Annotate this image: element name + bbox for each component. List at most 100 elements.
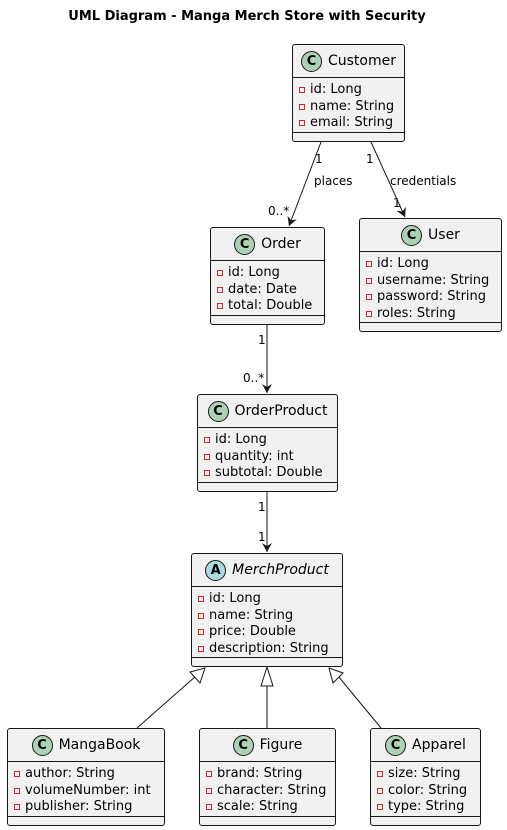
private-visibility-icon — [377, 771, 383, 778]
attribute-list: id: Long username: String password: Stri… — [360, 252, 501, 323]
private-visibility-icon — [14, 804, 20, 811]
private-visibility-icon — [366, 277, 372, 284]
attribute: name: String — [299, 99, 398, 116]
multiplicity-customer-order-source: 1 — [315, 152, 323, 166]
attribute-text: description: String — [209, 640, 329, 656]
multiplicity-customer-user-source: 1 — [366, 152, 374, 166]
attribute: color: String — [377, 783, 474, 800]
class-figure[interactable]: C Figure brand: String character: String… — [199, 728, 336, 826]
private-visibility-icon — [217, 270, 223, 277]
attribute-text: email: String — [310, 115, 394, 130]
attribute-text: id: Long — [209, 591, 261, 606]
private-visibility-icon — [299, 120, 305, 127]
class-stereotype-icon: C — [234, 233, 256, 255]
private-visibility-icon — [198, 612, 204, 619]
attribute-text: brand: String — [217, 766, 303, 781]
class-stereotype-icon: C — [300, 50, 322, 72]
private-visibility-icon — [299, 87, 305, 94]
edge-customer-user — [370, 141, 406, 218]
attribute-text: name: String — [310, 98, 395, 114]
attribute: name: String — [198, 608, 336, 625]
private-visibility-icon — [198, 629, 204, 636]
attribute-list: id: Long quantity: int subtotal: Double — [198, 428, 337, 483]
class-name: Order — [261, 236, 301, 252]
class-apparel[interactable]: C Apparel size: String color: String typ… — [370, 728, 481, 826]
class-header: C MangaBook — [8, 729, 164, 762]
attribute-list: id: Long name: String email: String — [293, 78, 404, 133]
class-header: C OrderProduct — [198, 395, 337, 428]
attribute-text: type: String — [388, 799, 465, 814]
abstract-stereotype-icon: A — [205, 559, 227, 581]
attribute-text: date: Date — [228, 281, 297, 297]
class-user[interactable]: C User id: Long username: String passwor… — [359, 218, 502, 332]
class-customer[interactable]: C Customer id: Long name: String email: … — [292, 44, 405, 142]
attribute: quantity: int — [204, 449, 331, 466]
multiplicity-order-orderproduct-source: 1 — [258, 333, 266, 347]
edge-mangabook-merchproduct — [136, 675, 197, 729]
class-name: MangaBook — [58, 737, 141, 753]
method-compartment — [371, 817, 480, 825]
generalization-head-figure — [260, 665, 274, 687]
generalization-head-mangabook — [189, 667, 206, 684]
method-compartment — [360, 323, 501, 331]
label-places: places — [314, 174, 353, 188]
attribute: email: String — [299, 115, 398, 132]
private-visibility-icon — [206, 771, 212, 778]
edge-customer-order — [287, 141, 322, 227]
label-credentials: credentials — [390, 174, 457, 188]
class-header: C Order — [211, 228, 324, 261]
attribute-text: character: String — [217, 782, 327, 798]
class-name: Customer — [327, 53, 396, 69]
attribute: subtotal: Double — [204, 465, 331, 482]
class-merchproduct[interactable]: A MerchProduct id: Long name: String pri… — [191, 553, 343, 667]
class-name: User — [428, 227, 460, 243]
attribute-text: id: Long — [228, 265, 280, 280]
private-visibility-icon — [377, 787, 383, 794]
class-header: C Apparel — [371, 729, 480, 762]
multiplicity-order-orderproduct-target: 0..* — [243, 371, 265, 385]
class-mangabook[interactable]: C MangaBook author: String volumeNumber:… — [7, 728, 165, 826]
method-compartment — [200, 817, 335, 825]
method-compartment — [8, 817, 164, 825]
attribute: total: Double — [217, 298, 318, 315]
attribute-text: color: String — [388, 782, 468, 798]
attribute: character: String — [206, 783, 329, 800]
multiplicity-orderproduct-merch-target: 1 — [258, 530, 266, 544]
class-header: C Figure — [200, 729, 335, 762]
attribute-text: author: String — [25, 766, 115, 781]
private-visibility-icon — [198, 596, 204, 603]
attribute: id: Long — [198, 591, 336, 608]
attribute: price: Double — [198, 624, 336, 641]
edge-apparel-merchproduct — [337, 675, 382, 729]
attribute: username: String — [366, 273, 495, 290]
private-visibility-icon — [217, 286, 223, 293]
private-visibility-icon — [204, 470, 210, 477]
private-visibility-icon — [377, 804, 383, 811]
class-orderproduct[interactable]: C OrderProduct id: Long quantity: int su… — [197, 394, 338, 492]
attribute: roles: String — [366, 306, 495, 323]
attribute: author: String — [14, 766, 158, 783]
class-order[interactable]: C Order id: Long date: Date total: Doubl… — [210, 227, 325, 325]
attribute-text: password: String — [377, 289, 487, 304]
attribute: size: String — [377, 766, 474, 783]
class-header: C Customer — [293, 45, 404, 78]
attribute-text: id: Long — [377, 256, 429, 271]
attribute-text: roles: String — [377, 305, 456, 321]
private-visibility-icon — [204, 453, 210, 460]
attribute: id: Long — [217, 265, 318, 282]
class-name: Apparel — [412, 737, 466, 753]
attribute-list: id: Long date: Date total: Double — [211, 261, 324, 316]
method-compartment — [211, 316, 324, 324]
method-compartment — [293, 133, 404, 141]
private-visibility-icon — [198, 645, 204, 652]
attribute: date: Date — [217, 282, 318, 299]
attribute-text: name: String — [209, 607, 294, 623]
attribute: publisher: String — [14, 799, 158, 816]
class-header: A MerchProduct — [192, 554, 342, 587]
attribute: description: String — [198, 641, 336, 658]
attribute-text: subtotal: Double — [215, 465, 323, 480]
attribute: id: Long — [204, 432, 331, 449]
class-stereotype-icon: C — [31, 734, 53, 756]
attribute: scale: String — [206, 799, 329, 816]
